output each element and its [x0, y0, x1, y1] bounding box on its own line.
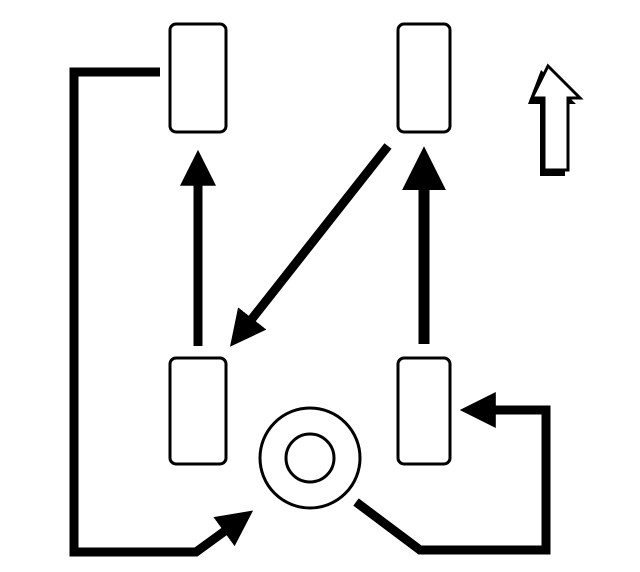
- tire-right-rear: [396, 356, 452, 466]
- forward-arrow-icon: [528, 63, 584, 176]
- tire-left-front: [168, 22, 228, 134]
- arrow-right-front-to-left-rear: [229, 143, 392, 347]
- spare-tire: [258, 406, 362, 510]
- arrow-spare-to-right-rear: [353, 392, 551, 555]
- arrow-left-front-to-spare: [69, 67, 254, 557]
- tire-right-front: [396, 22, 452, 134]
- spare-tire-inner: [284, 432, 336, 484]
- tire-left-rear: [168, 356, 228, 466]
- forward-arrow-icon-body: [529, 63, 584, 172]
